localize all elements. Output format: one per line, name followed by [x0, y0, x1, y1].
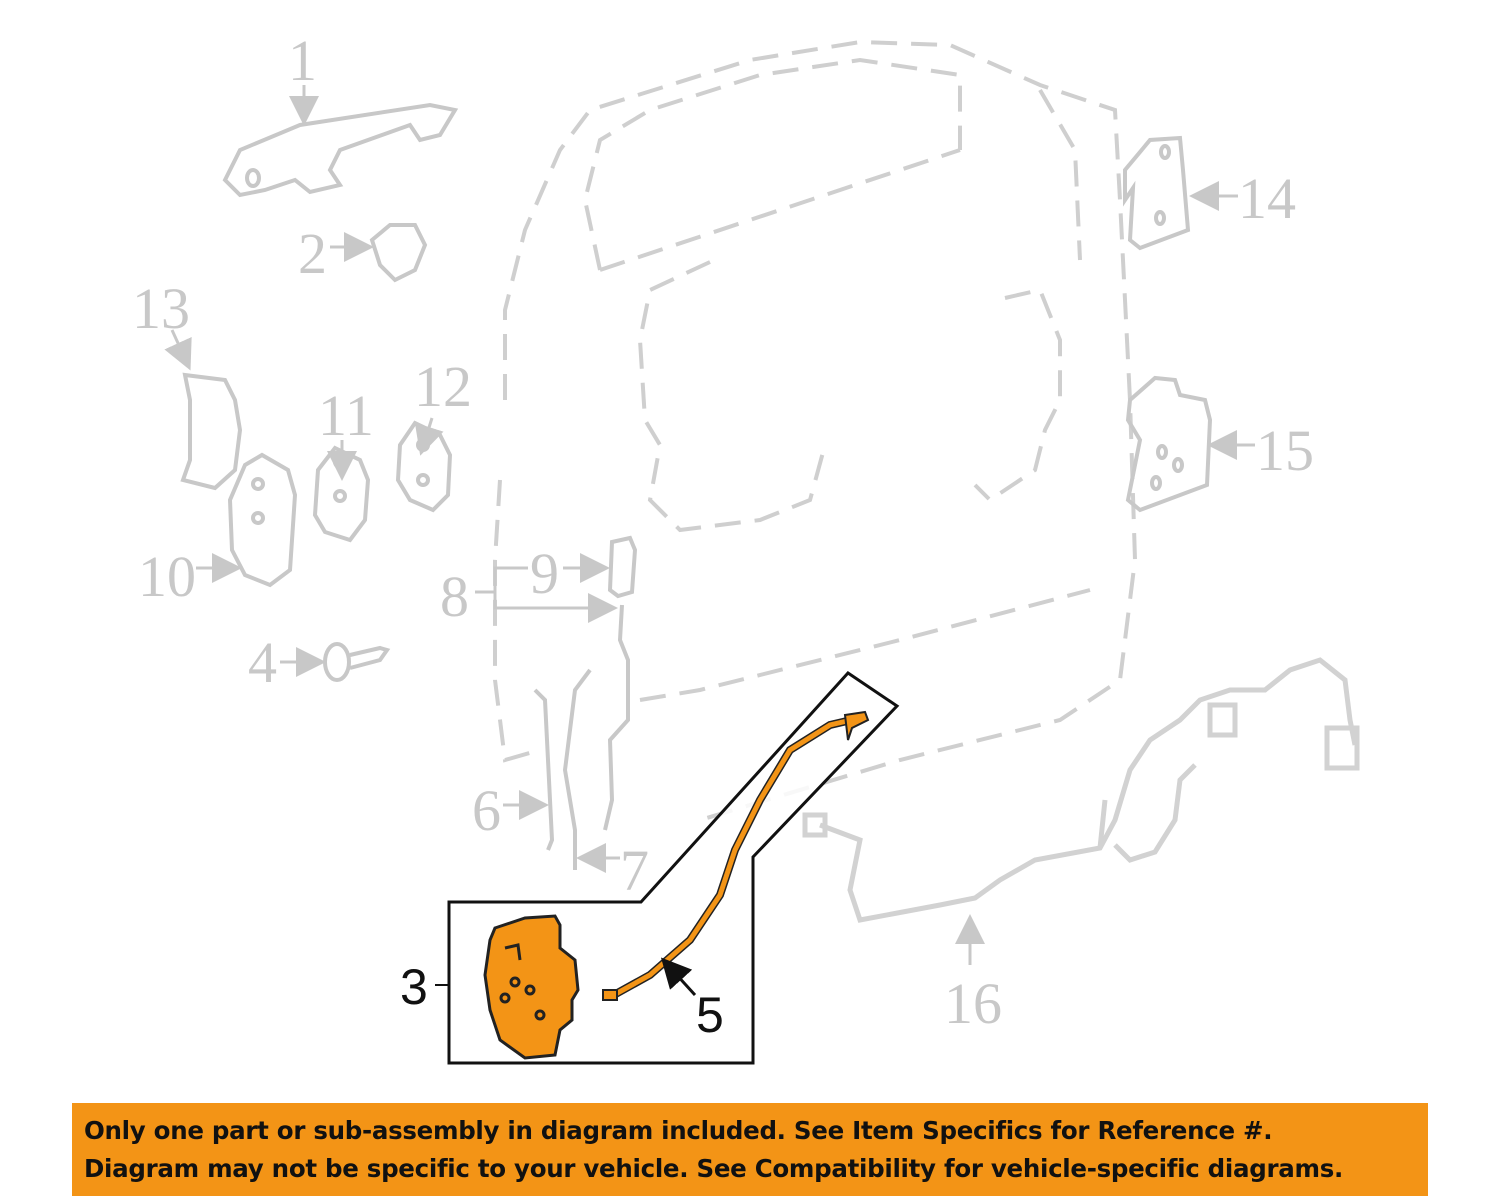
rods: [533, 604, 630, 870]
callout-3: 3: [400, 959, 428, 1015]
part-1-outside-handle: [222, 102, 459, 198]
part-15-bracket: [1125, 375, 1213, 513]
part-13-pad: [180, 372, 243, 491]
part-10-shim: [227, 452, 298, 588]
part-3-door-lock-actuator: [483, 914, 580, 1060]
part-16-wire-harness: [802, 657, 1360, 923]
callout-15: 15: [1256, 418, 1314, 483]
callout-4: 4: [248, 630, 277, 695]
callout-8: 8: [440, 564, 469, 629]
door-outline: [493, 39, 1138, 822]
disclaimer-line-1: Only one part or sub-assembly in diagram…: [84, 1115, 1273, 1145]
callout-6: 6: [472, 778, 501, 843]
callout-1: 1: [288, 28, 317, 93]
leader-lines: [164, 85, 1255, 965]
part-4-screw: [323, 642, 391, 682]
disclaimer-banner: Only one part or sub-assembly in diagram…: [72, 1103, 1428, 1196]
callout-12: 12: [414, 354, 472, 419]
callout-2: 2: [298, 221, 327, 286]
disclaimer-line-2: Diagram may not be specific to your vehi…: [84, 1153, 1343, 1183]
callout-10: 10: [138, 544, 196, 609]
part-9-clip: [607, 535, 638, 599]
part-2-clip: [369, 223, 428, 283]
callout-11: 11: [318, 383, 374, 448]
part-14-bracket: [1123, 135, 1191, 251]
callout-9: 9: [530, 541, 559, 606]
part-12-shim: [395, 420, 453, 513]
callout-14: 14: [1238, 166, 1296, 231]
callout-13: 13: [132, 276, 190, 341]
callout-7: 7: [620, 838, 649, 903]
callout-5: 5: [696, 987, 724, 1043]
callout-16: 16: [944, 971, 1002, 1036]
